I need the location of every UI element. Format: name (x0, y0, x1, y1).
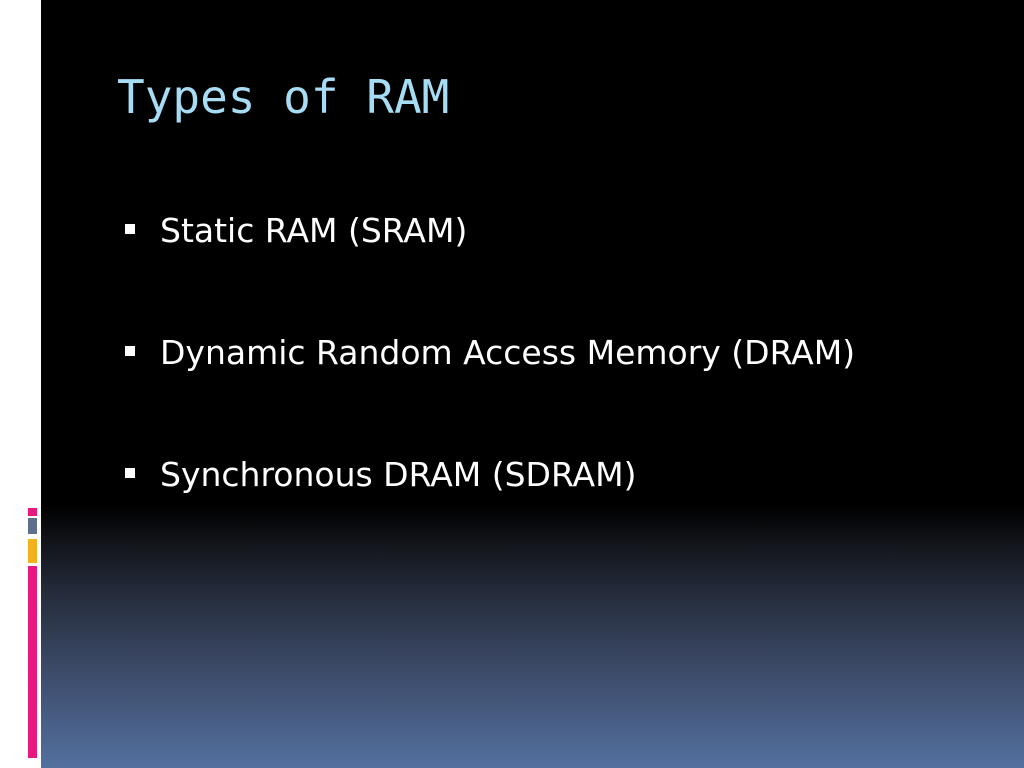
decorative-side-bars (28, 508, 38, 758)
bullet-item: Dynamic Random Access Memory (DRAM) (120, 327, 1000, 449)
accent-bar-pink (28, 566, 37, 758)
square-bullet-icon (125, 224, 135, 234)
square-bullet-icon (125, 468, 135, 478)
bullet-text: Static RAM (SRAM) (160, 211, 468, 250)
slide-background (41, 0, 1024, 768)
bullet-list: Static RAM (SRAM) Dynamic Random Access … (120, 205, 1000, 571)
accent-bar-yellow (28, 539, 37, 563)
square-bullet-icon (125, 346, 135, 356)
slide-title: Types of RAM (117, 70, 450, 124)
bullet-text: Synchronous DRAM (SDRAM) (160, 455, 637, 494)
accent-bar-slate (28, 518, 37, 534)
bullet-item: Synchronous DRAM (SDRAM) (120, 449, 1000, 571)
accent-bar-pink-top (28, 508, 37, 516)
bullet-text: Dynamic Random Access Memory (DRAM) (160, 333, 856, 372)
bullet-item: Static RAM (SRAM) (120, 205, 1000, 327)
